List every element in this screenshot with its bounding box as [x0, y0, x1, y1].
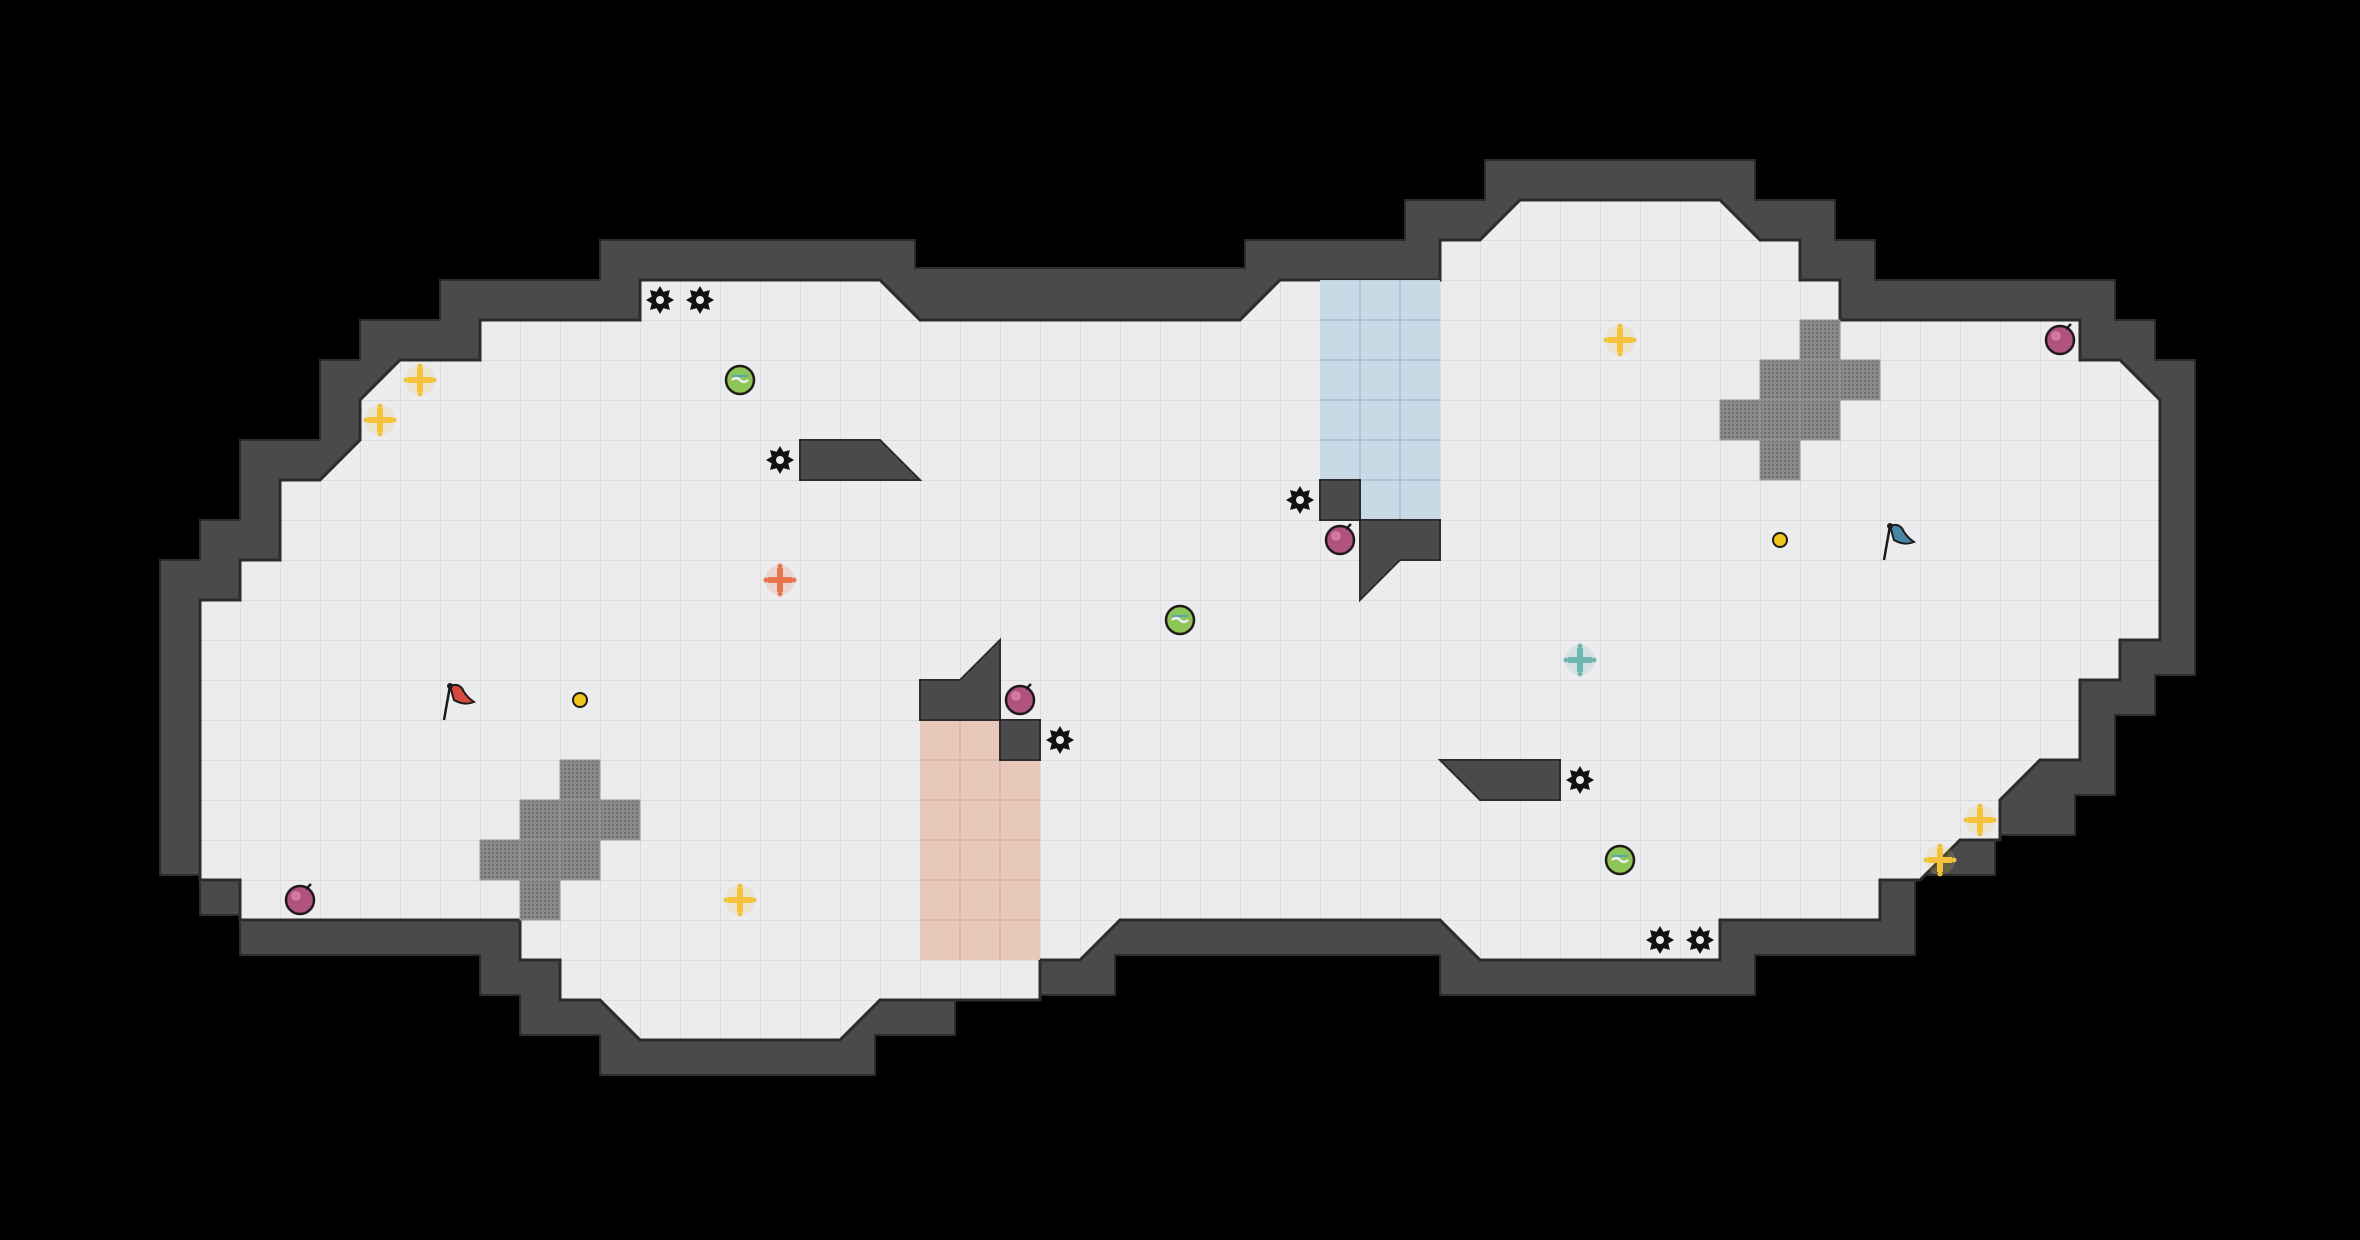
spike-icon: [1566, 766, 1594, 794]
bomb-icon: [284, 883, 316, 916]
spikes: [646, 286, 1714, 954]
wall-segment: [799, 439, 923, 481]
spike-icon: [766, 446, 794, 474]
boost-icon: [1923, 843, 1957, 877]
wall-block: [999, 719, 1041, 761]
flags: [442, 523, 1917, 721]
red-zone-grid: [920, 720, 1040, 960]
blue-zone-grid: [1320, 280, 1440, 520]
red-flag-icon: [442, 683, 477, 721]
gate-left: [479, 759, 641, 921]
boost-icon: [1963, 803, 1997, 837]
red-boost-icon: [763, 563, 797, 597]
wall-segment: [919, 637, 1001, 721]
boost-icon: [723, 883, 757, 917]
blue-flag-icon: [1882, 523, 1917, 561]
spike-icon: [686, 286, 714, 314]
bomb-icon: [1324, 523, 1356, 556]
wall-segment: [1437, 759, 1561, 801]
bombs: [284, 323, 2076, 916]
spike-icon: [646, 286, 674, 314]
team-zones: [920, 280, 1440, 960]
boost-icon: [1603, 323, 1637, 357]
buttons: [572, 532, 1788, 708]
spike-icon: [1046, 726, 1074, 754]
gates: [479, 319, 1881, 921]
wall-segment: [1359, 519, 1441, 603]
wall-block: [1319, 479, 1361, 521]
spike-icon: [1286, 486, 1314, 514]
gate-right: [1719, 319, 1881, 481]
boost-icon: [403, 363, 437, 397]
bomb-icon: [2044, 323, 2076, 356]
blue-boost-icon: [1563, 643, 1597, 677]
powerups: [724, 364, 1636, 876]
powerup-icon: [1164, 604, 1196, 636]
button-icon: [1772, 532, 1788, 548]
spike-icon: [1686, 926, 1714, 954]
powerup-icon: [1604, 844, 1636, 876]
inner-walls: [799, 439, 1561, 801]
boost-icon: [363, 403, 397, 437]
button-icon: [572, 692, 588, 708]
boosts: [363, 323, 1997, 917]
spike-icon: [1646, 926, 1674, 954]
powerup-icon: [724, 364, 756, 396]
bomb-icon: [1004, 683, 1036, 716]
